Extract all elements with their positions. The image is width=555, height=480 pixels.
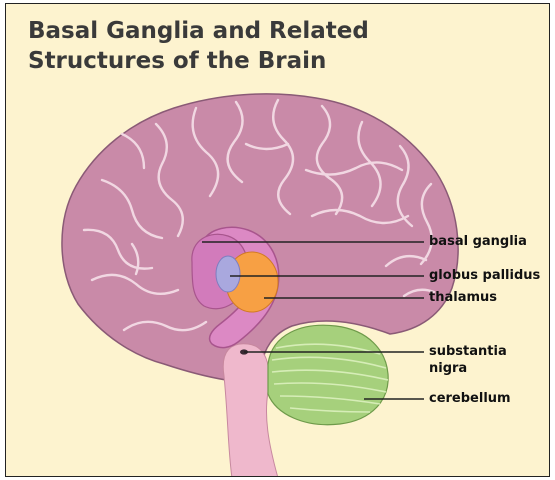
label-substantia-nigra: substantia nigra [429, 343, 507, 377]
label-basal-ganglia: basal ganglia [429, 233, 527, 250]
globus-pallidus [216, 256, 240, 292]
diagram-frame: Basal Ganglia and Related Structures of … [5, 3, 550, 477]
cerebellum [268, 325, 388, 424]
label-cerebellum: cerebellum [429, 390, 511, 407]
label-substantia-nigra-line-2: nigra [429, 361, 467, 376]
label-globus-pallidus: globus pallidus [429, 267, 540, 284]
label-substantia-nigra-line-1: substantia [429, 344, 507, 359]
label-thalamus: thalamus [429, 289, 497, 306]
